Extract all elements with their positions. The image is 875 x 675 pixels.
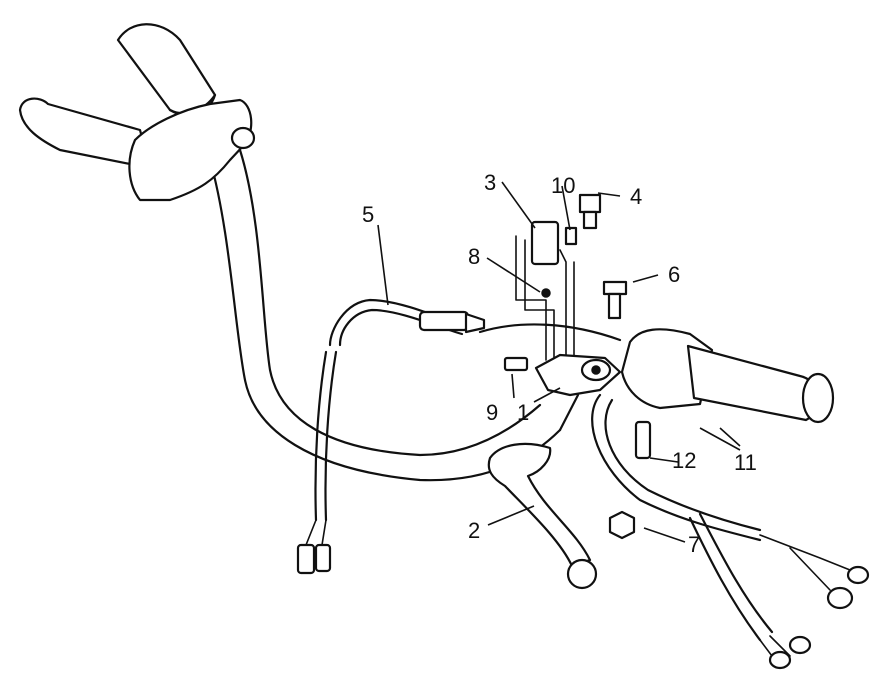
handlebar-switch: [620, 328, 835, 424]
callout-11: 11: [734, 450, 757, 475]
callout-2: 2: [468, 518, 480, 543]
wiring-harness: [591, 393, 870, 670]
callout-12: 12: [672, 448, 696, 473]
left-grip-assembly: [18, 23, 256, 202]
callout-5: 5: [362, 202, 374, 227]
handlebar-tube: [208, 148, 622, 482]
screw-10: [564, 226, 578, 246]
callout-10: 10: [551, 173, 575, 198]
leader-lines: [377, 181, 741, 543]
switch-screw: [634, 420, 652, 460]
callouts: 5 3 10 4 8 6 9 1 2 7 12 11: [362, 170, 757, 557]
callout-4: 4: [630, 184, 642, 209]
switch-bracket: [515, 220, 575, 363]
screw-4: [578, 193, 602, 230]
callout-9: 9: [486, 400, 498, 425]
screw-6: [602, 280, 628, 320]
callout-3: 3: [484, 170, 496, 195]
callout-6: 6: [668, 262, 680, 287]
lever-holder: [534, 353, 622, 432]
callout-1: 1: [517, 400, 529, 425]
brake-cable: [296, 298, 486, 575]
brake-lever: [487, 442, 598, 590]
callout-8: 8: [468, 244, 480, 269]
nut: [608, 510, 636, 540]
pivot-bolt: [503, 356, 529, 372]
callout-7: 7: [688, 532, 700, 557]
